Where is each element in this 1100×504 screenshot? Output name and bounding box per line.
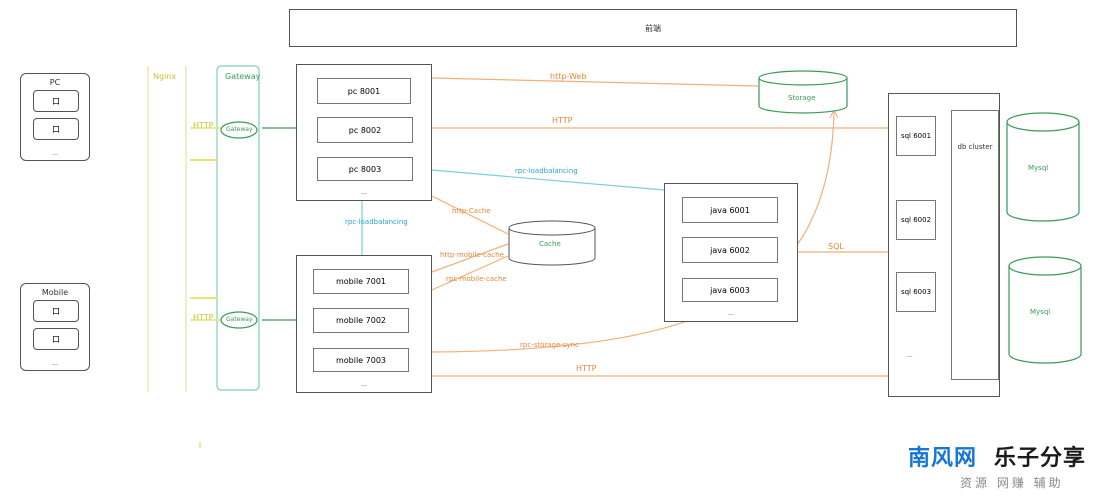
storage-cylinder xyxy=(758,70,848,114)
watermark-brand-secondary: 乐子分享 xyxy=(994,446,1087,471)
pc-node-1[interactable]: pc 8001 xyxy=(317,78,411,104)
mobile-to-cache-line-a xyxy=(431,243,509,273)
mysql-top-label: Mysql xyxy=(1028,164,1049,172)
mobile-node-1[interactable]: mobile 7001 xyxy=(313,269,409,294)
java-group: java 6001 java 6002 java 6003 ... xyxy=(664,183,798,322)
db-group: sql 6001 sql 6002 sql 6003 db cluster ..… xyxy=(888,93,1000,397)
gateway-mobile-node xyxy=(220,311,258,329)
edge-label-pc-java: rpc-loadbalancing xyxy=(515,167,578,175)
watermark-tagline: 资源 网赚 辅助 xyxy=(960,476,1064,490)
client-mobile-button-1[interactable]: 口 xyxy=(33,300,79,322)
gateway-pc-node-label: Gateway xyxy=(226,126,253,133)
db-cluster-panel: db cluster xyxy=(951,110,999,380)
pc-node-2[interactable]: pc 8002 xyxy=(317,117,413,143)
mysql-bottom-label: Mysql xyxy=(1030,308,1051,316)
gateway-lane-frame xyxy=(216,65,260,391)
mobile-group-foot: ... xyxy=(361,381,367,388)
client-pc-foot: ... xyxy=(52,150,58,157)
java-node-3[interactable]: java 6003 xyxy=(682,278,778,302)
edge-label-pc-db: HTTP xyxy=(552,116,573,125)
edge-label-java-db: SQL xyxy=(828,242,844,251)
mobile-node-2[interactable]: mobile 7002 xyxy=(313,308,409,333)
edge-label-pc-cache: http-Cache xyxy=(452,207,491,215)
java-group-foot: ... xyxy=(728,310,734,317)
edge-label-mobile-db: HTTP xyxy=(576,364,597,373)
client-pc-button-2[interactable]: 口 xyxy=(33,118,79,140)
mobile-to-cache-line-b xyxy=(431,255,509,291)
sql-node-2[interactable]: sql 6002 xyxy=(896,200,936,240)
pc-to-storage-line xyxy=(431,77,759,87)
client-pc: PC 口 口 ... xyxy=(20,73,90,161)
client-mobile: Mobile 口 口 ... xyxy=(20,283,90,371)
edge-label-pc-storage: http-Web xyxy=(550,72,587,81)
gateway-lane-label: Gateway xyxy=(225,72,261,81)
pc-node-3[interactable]: pc 8003 xyxy=(317,157,413,181)
header-bar: 前端 xyxy=(289,9,1017,47)
pc-group-foot: ... xyxy=(361,189,367,196)
storage-label: Storage xyxy=(788,94,816,102)
mobile-group: mobile 7001 mobile 7002 mobile 7003 ... xyxy=(296,255,432,393)
cache-cylinder xyxy=(508,220,596,266)
gateway-pc-node xyxy=(220,121,258,139)
mysql-bottom-cylinder xyxy=(1008,256,1082,364)
cache-label: Cache xyxy=(539,240,561,248)
pc-to-cache-line xyxy=(431,195,509,235)
java-node-1[interactable]: java 6001 xyxy=(682,197,778,223)
db-cluster-label: db cluster xyxy=(957,143,993,151)
client-mobile-button-2[interactable]: 口 xyxy=(33,328,79,350)
client-pc-title: PC xyxy=(49,78,61,87)
edge-label-pc-mobile: rpc-loadbalancing xyxy=(345,218,408,226)
client-mobile-foot: ... xyxy=(52,360,58,367)
edge-label-mobile-storage: rpc-storage-sync xyxy=(520,341,579,349)
watermark-brand-primary: 南风网 xyxy=(908,446,978,471)
db-group-foot: ... xyxy=(907,352,913,359)
sql-node-1[interactable]: sql 6001 xyxy=(896,116,936,156)
left-pc-edge-label: HTTP xyxy=(193,121,214,130)
pc-group: pc 8001 pc 8002 pc 8003 ... xyxy=(296,64,432,201)
pc-to-java-line xyxy=(431,169,665,191)
nginx-lane-label: Nginx xyxy=(153,72,177,81)
gateway-mobile-node-label: Gateway xyxy=(226,316,253,323)
edge-label-mobile-cache-b: rpc-mobile-cache xyxy=(446,275,507,283)
client-pc-button-1[interactable]: 口 xyxy=(33,90,79,112)
java-node-2[interactable]: java 6002 xyxy=(682,237,778,263)
mysql-top-cylinder xyxy=(1006,112,1080,222)
sql-node-3[interactable]: sql 6003 xyxy=(896,272,936,312)
left-mobile-edge-label: HTTP xyxy=(193,313,214,322)
client-mobile-title: Mobile xyxy=(41,288,69,297)
mobile-node-3[interactable]: mobile 7003 xyxy=(313,348,409,372)
header-title: 前端 xyxy=(645,23,661,33)
edge-label-mobile-cache-a: http-mobile-cache xyxy=(440,251,504,259)
